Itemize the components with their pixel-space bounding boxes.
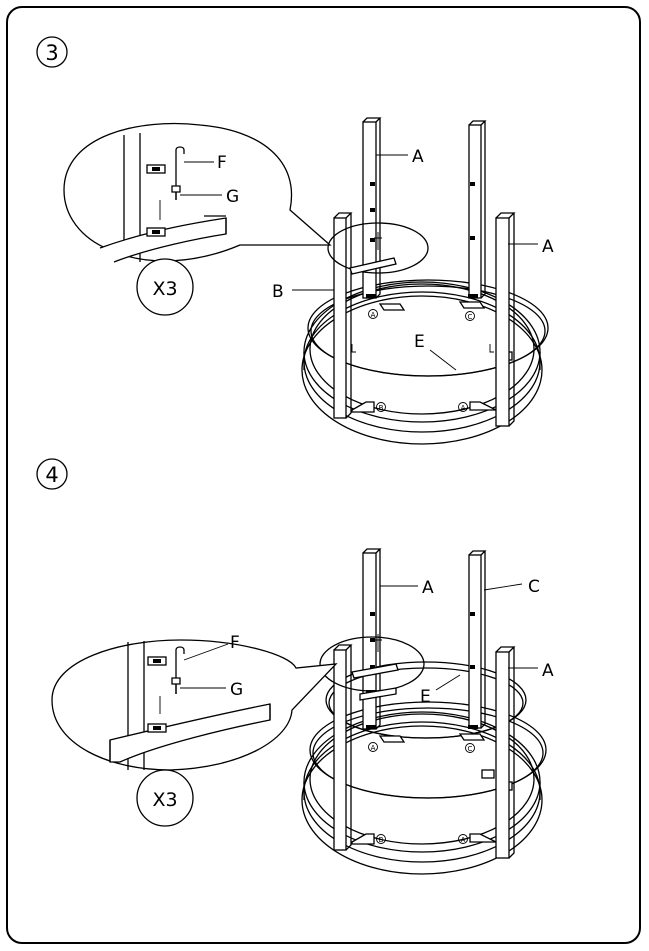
step-3-number-label: 3: [45, 41, 58, 65]
post-front-right: [495, 217, 510, 427]
quantity-label-4: X3: [152, 789, 177, 811]
mount-label-3: B: [379, 404, 384, 412]
quantity-badge: [136, 258, 194, 316]
mount-label-1: A: [371, 311, 376, 319]
callout-g: G: [226, 187, 239, 207]
callout-a-right: A: [542, 237, 554, 257]
quantity-badge-4: [136, 769, 194, 827]
mount-label-5: A: [371, 744, 376, 752]
step-3-detail: F G X3: [63, 122, 332, 316]
callout-a-left: A: [412, 147, 424, 167]
page-border: [6, 6, 641, 944]
callout-b: B: [272, 282, 284, 302]
detail-focus-circle: [327, 222, 429, 274]
step-4-number-label: 4: [45, 463, 58, 487]
callout-f: F: [217, 153, 227, 173]
step-4-number: 4: [36, 458, 68, 490]
quantity-label: X3: [152, 278, 177, 300]
post-back-right: [468, 124, 482, 299]
bracket-a-front: [469, 401, 497, 411]
bolt-g: [171, 185, 181, 193]
callout-e: E: [414, 332, 425, 352]
callout-a-right-4: A: [542, 661, 554, 681]
mount-label-8: A: [461, 836, 466, 844]
callout-a-left-4: A: [422, 578, 434, 598]
mount-label-2: C: [468, 313, 473, 321]
callout-c-4: C: [528, 577, 540, 597]
bracket-b-front: [351, 401, 375, 413]
bracket-a-back: [378, 303, 406, 311]
mount-label-7: B: [379, 836, 384, 844]
detail-bubble: [63, 122, 332, 262]
callout-f-4: F: [230, 633, 240, 653]
callout-g-4: G: [230, 680, 243, 700]
post-front-left: [333, 217, 347, 419]
callout-e-4: E: [420, 687, 431, 707]
step-4-callouts: A C A E: [380, 577, 554, 707]
step-3-callouts: A A B E: [272, 147, 554, 371]
step-4: 4 A C B A: [36, 458, 554, 875]
step-3-base-assembly: A C B A: [301, 117, 549, 445]
mount-label-6: C: [468, 745, 473, 753]
allen-key-f: [175, 146, 185, 200]
mount-label-4: A: [461, 404, 466, 412]
bracket-c-back: [458, 301, 486, 309]
step-4-detail: F G X3: [51, 633, 338, 827]
step-3-number: 3: [36, 36, 68, 68]
step-4-base-assembly: A C B A: [301, 548, 547, 875]
step-3: 3 A C B A: [36, 36, 554, 445]
